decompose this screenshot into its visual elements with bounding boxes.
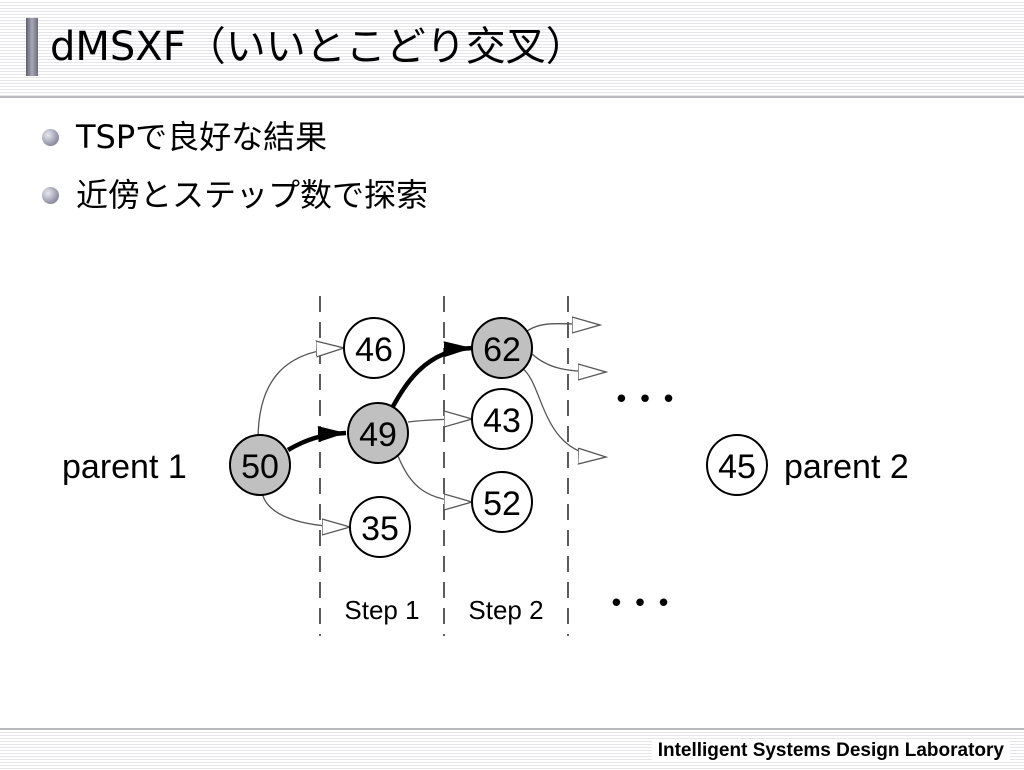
edge-50-49 (286, 426, 347, 452)
node-45: 45 (706, 434, 768, 496)
node-label-46: 46 (355, 331, 393, 369)
bullet-icon (42, 129, 59, 146)
edge-49-52 (397, 455, 472, 502)
parent-2-label: parent 2 (784, 448, 909, 486)
node-label-50: 50 (241, 448, 279, 486)
footer-lab-name: Intelligent Systems Design Laboratory (651, 740, 1010, 762)
slide-title: dMSXF（いいとこどり交叉） (50, 24, 586, 70)
edge-62-out-2 (529, 351, 606, 372)
node-label-43: 43 (483, 402, 521, 440)
node-35: 35 (349, 496, 411, 558)
bullet-icon (42, 187, 59, 204)
node-label-35: 35 (361, 510, 399, 548)
node-label-62: 62 (483, 331, 521, 369)
footer-bar: Intelligent Systems Design Laboratory (0, 728, 1024, 770)
step-label-2: Step 2 (468, 595, 543, 625)
edge-50-46 (257, 348, 344, 441)
node-43: 43 (471, 388, 533, 450)
ellipsis-lower: • • • (609, 589, 672, 619)
node-label-45: 45 (718, 448, 756, 486)
bullet-text-2: 近傍とステップ数で探索 (76, 176, 429, 214)
title-bar: dMSXF（いいとこどり交叉） (0, 0, 1024, 98)
edge-62-out-1 (521, 324, 600, 336)
edge-50-35 (261, 491, 350, 527)
node-label-52: 52 (483, 485, 521, 523)
step-label-1: Step 1 (344, 595, 419, 625)
parent-1-label: parent 1 (62, 448, 187, 486)
edge-49-43 (407, 419, 472, 422)
node-52: 52 (471, 471, 533, 533)
node-label-49: 49 (359, 416, 397, 454)
bullet-list: TSPで良好な結果 近傍とステップ数で探索 (40, 108, 428, 224)
bullet-text-1: TSPで良好な結果 (76, 118, 328, 156)
node-50: 50 (229, 434, 291, 496)
node-62: 62 (471, 317, 533, 379)
edge-62-out-3 (521, 367, 606, 457)
title-accent-bar (26, 18, 38, 76)
bullet-item-1: TSPで良好な結果 (40, 108, 428, 166)
node-49: 49 (347, 402, 409, 464)
ellipsis-upper: • • • (614, 385, 677, 415)
edge-49-62 (390, 341, 473, 410)
bullet-item-2: 近傍とステップ数で探索 (40, 166, 428, 224)
node-46: 46 (343, 317, 405, 379)
